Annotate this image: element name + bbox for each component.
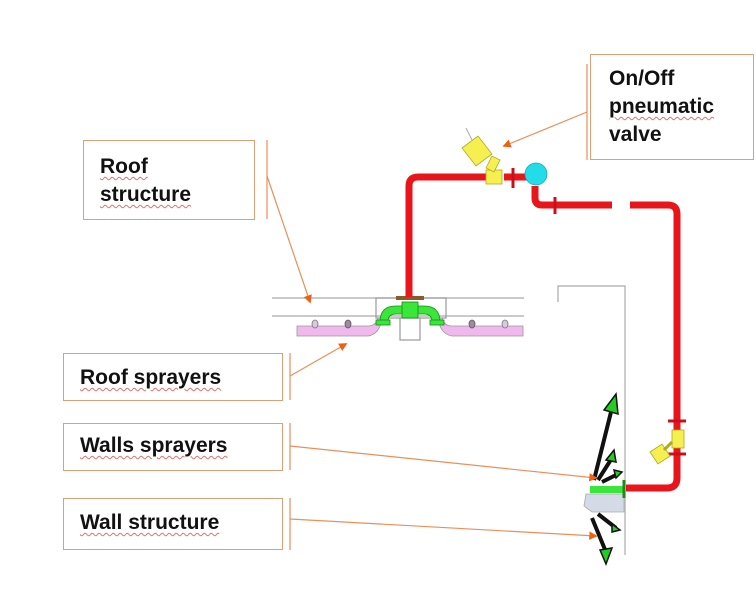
label-on-off-pneumatic-valve: On/Off pneumatic valve xyxy=(590,54,754,160)
label-roof-sprayers: Roof sprayers xyxy=(63,353,283,401)
wall-structure xyxy=(557,285,626,555)
label-walls-sprayers: Walls sprayers xyxy=(63,423,283,471)
label-line: Roof sprayers xyxy=(80,366,222,389)
roof-sprayer-pipes xyxy=(296,317,524,337)
label-line: Wall structure xyxy=(80,511,220,534)
supply-pipe xyxy=(405,173,681,492)
roof-nozzle-icon xyxy=(311,319,319,329)
spray-arrow-icon xyxy=(601,468,624,484)
callout-lines xyxy=(266,64,598,550)
roof-nozzle-icon xyxy=(501,319,509,329)
pump-icon xyxy=(524,162,548,186)
pneumatic-valve-icon xyxy=(461,127,503,185)
label-line: valve xyxy=(609,123,662,146)
spray-arrow-icon xyxy=(596,512,622,533)
label-line: Roof xyxy=(100,155,148,178)
pipe-flanges xyxy=(511,168,686,456)
wall-sprayer-bracket xyxy=(583,480,626,513)
wall-spray-arrows xyxy=(590,392,624,567)
roof-sprayer-manifold xyxy=(375,296,445,326)
wall-valve-icon xyxy=(649,429,685,465)
roof-nozzle-icon xyxy=(344,319,352,329)
label-line: structure xyxy=(100,183,192,206)
label-line: pneumatic xyxy=(609,95,715,118)
spray-arrow-icon xyxy=(596,448,617,482)
roof-nozzle-icon xyxy=(468,319,476,329)
label-line: Walls sprayers xyxy=(80,434,228,457)
label-roof-structure: Roof structure xyxy=(83,140,255,220)
label-wall-structure: Wall structure xyxy=(63,498,283,550)
label-line: On/Off xyxy=(609,67,675,90)
spray-arrow-icon xyxy=(592,392,619,481)
spray-arrow-icon xyxy=(590,517,614,567)
